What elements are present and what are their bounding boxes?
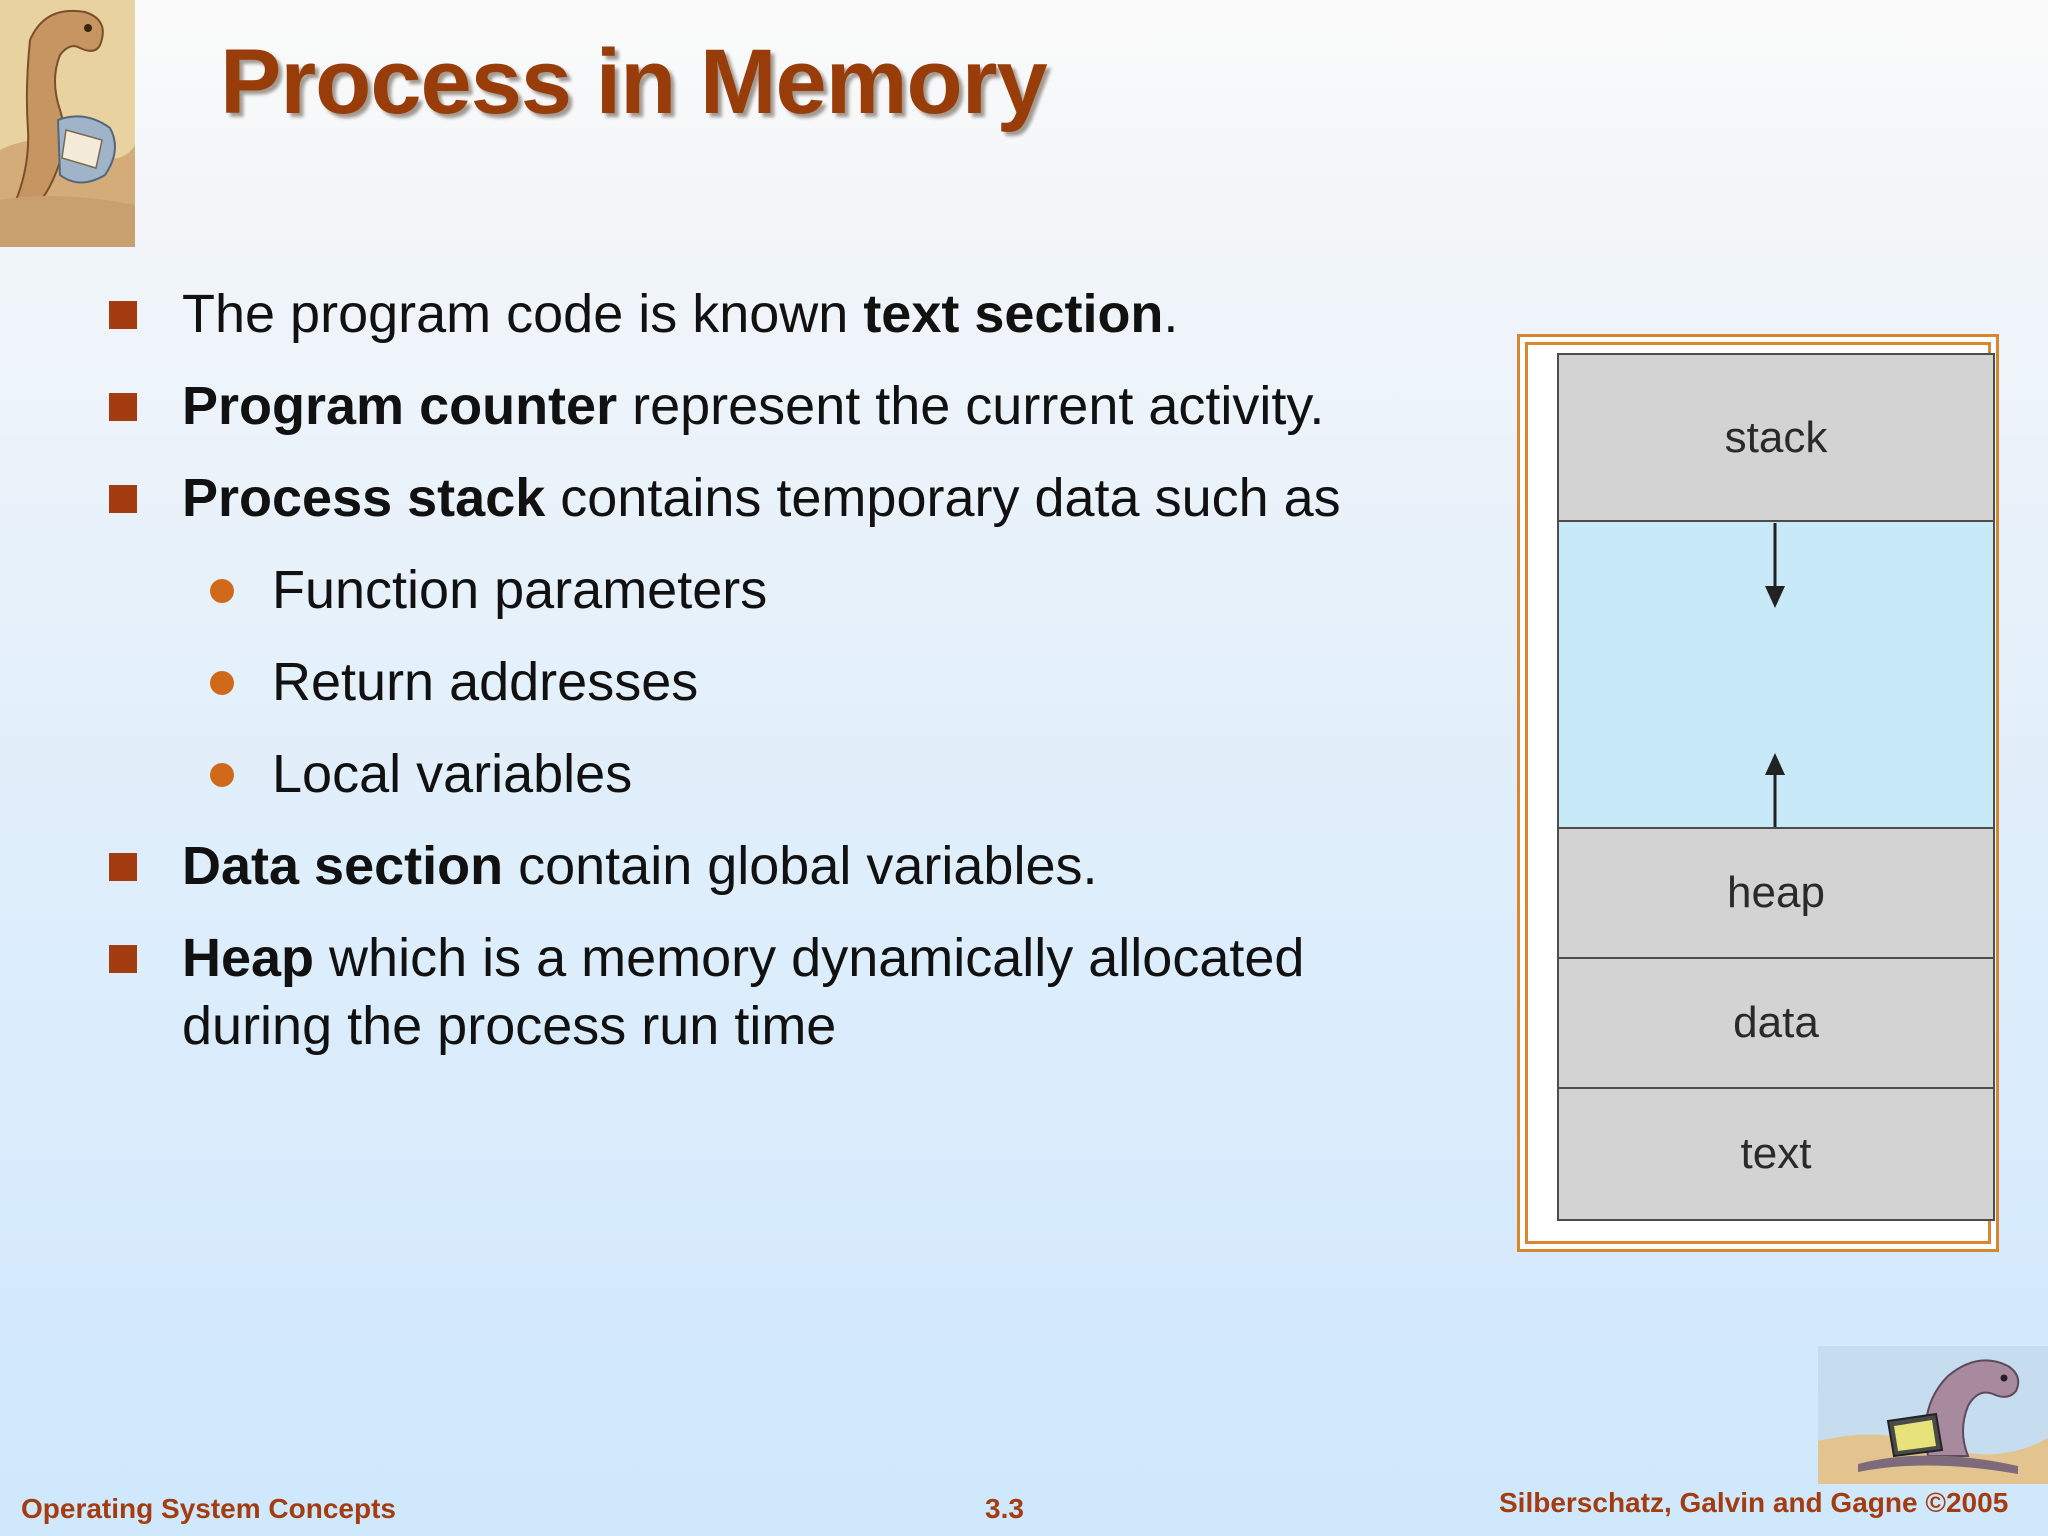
bullet-heap-continuation: during the process run time	[182, 996, 837, 1056]
sub-bullet-return-addresses: Return addresses	[210, 648, 698, 716]
square-bullet-icon	[109, 945, 137, 973]
sub-bullet-function-parameters: Function parameters	[210, 556, 767, 624]
square-bullet-icon	[109, 853, 137, 881]
round-bullet-icon	[210, 579, 234, 603]
footer-authors: Silberschatz, Galvin and Gagne ©2005	[1499, 1487, 2009, 1518]
growth-arrows	[1765, 523, 1785, 827]
square-bullet-icon	[109, 485, 137, 513]
square-bullet-icon	[109, 393, 137, 421]
round-bullet-icon	[210, 763, 234, 787]
bullet-heap: Heap which is a memory dynamically alloc…	[109, 924, 1304, 992]
round-bullet-icon	[210, 671, 234, 695]
down-arrow-icon	[1765, 523, 1785, 608]
bullet-data-section: Data section contain global variables.	[109, 832, 1097, 900]
segment-data: data	[1557, 957, 1995, 1089]
bullet-process-stack: Process stack contains temporary data su…	[109, 464, 1341, 532]
bullet-program-counter: Program counter represent the current ac…	[109, 372, 1324, 440]
dinosaur-reading-illustration	[0, 0, 135, 247]
square-bullet-icon	[109, 301, 137, 329]
segment-stack: stack	[1557, 353, 1995, 522]
sub-bullet-local-variables: Local variables	[210, 740, 632, 808]
up-arrow-icon	[1765, 753, 1785, 827]
memory-layout-diagram: stack heap data text	[1557, 353, 1995, 1225]
slide-title: Process in Memory	[220, 31, 1048, 133]
footer-book-title: Operating System Concepts	[21, 1493, 396, 1524]
footer-page-number: 3.3	[985, 1493, 1024, 1524]
bullet-text-section: The program code is known text section.	[109, 280, 1178, 348]
segment-text: text	[1557, 1087, 1995, 1221]
dinosaur-laptop-illustration	[1818, 1346, 2048, 1484]
